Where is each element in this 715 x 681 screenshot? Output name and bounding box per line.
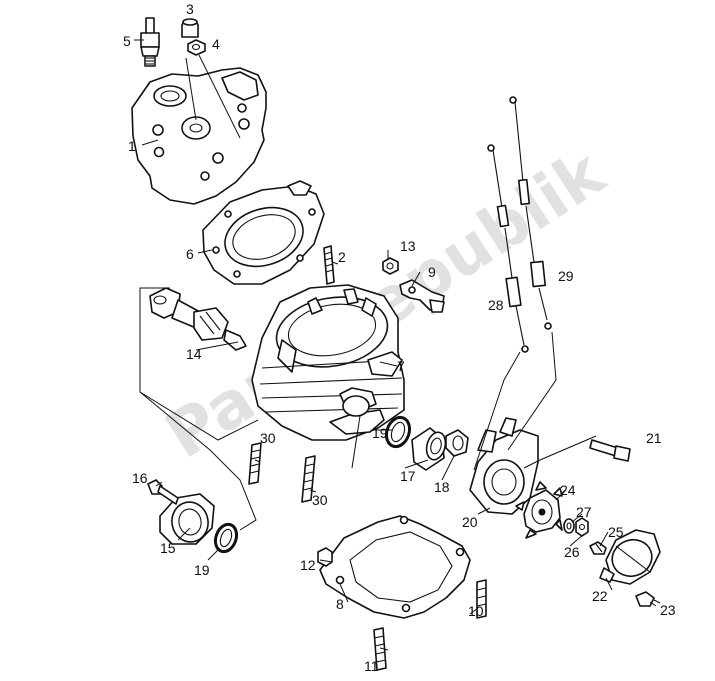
spark-plug (140, 17, 160, 67)
stud-11 (373, 627, 387, 671)
callout-16: 16 (132, 470, 148, 486)
callout-24: 24 (560, 482, 576, 498)
callout-10: 10 (468, 603, 484, 619)
valve-housing (469, 417, 539, 515)
callout-26: 26 (564, 544, 580, 560)
head-gasket (202, 180, 325, 285)
callout-19-right: 19 (372, 425, 388, 441)
base-gasket (319, 515, 471, 619)
pulley (515, 481, 563, 539)
callout-23: 23 (660, 602, 676, 618)
bush (445, 429, 469, 457)
callout-29: 29 (558, 268, 574, 284)
cable-28 (487, 144, 529, 353)
screw-16 (147, 479, 179, 505)
callout-7: 7 (397, 358, 405, 374)
callout-25: 25 (608, 524, 624, 540)
callout-5: 5 (123, 33, 131, 49)
callout-2: 2 (338, 249, 346, 265)
small-screw (589, 541, 607, 555)
small-nut (575, 517, 589, 537)
callout-30-right: 30 (312, 492, 328, 508)
callout-8: 8 (336, 596, 344, 612)
callout-21: 21 (646, 430, 662, 446)
callout-30-left: 30 (260, 430, 276, 446)
o-ring-right (384, 415, 412, 449)
callout-9: 9 (428, 264, 436, 280)
o-ring-left (213, 522, 239, 554)
small-washer (563, 518, 575, 534)
callout-1: 1 (128, 138, 136, 154)
callout-3: 3 (186, 1, 194, 17)
callout-17: 17 (400, 468, 416, 484)
callout-14: 14 (186, 346, 202, 362)
stud (323, 245, 335, 285)
callout-20: 20 (462, 514, 478, 530)
washer (187, 39, 206, 56)
cable-29 (509, 96, 552, 330)
screw-bottom (635, 591, 661, 607)
leader-lines (134, 39, 657, 651)
cover (599, 529, 661, 585)
callout-6: 6 (186, 246, 194, 262)
callout-19-left: 19 (194, 562, 210, 578)
cylinder-head (131, 67, 267, 205)
screw-top (589, 439, 631, 462)
cap-nut (181, 18, 199, 38)
callout-15: 15 (160, 540, 176, 556)
callout-22: 22 (592, 588, 608, 604)
stud-10 (476, 579, 487, 619)
spacer (411, 427, 447, 471)
plug (317, 547, 333, 567)
callout-27: 27 (576, 504, 592, 520)
cylinder (251, 284, 405, 441)
stud-left (248, 442, 262, 485)
cable-clamp (399, 279, 445, 313)
inlet-fitting (159, 493, 215, 545)
exhaust-valve (149, 287, 247, 351)
hex-nut (382, 257, 399, 275)
callout-12: 12 (300, 557, 316, 573)
callout-11: 11 (364, 658, 379, 674)
callout-28: 28 (488, 297, 504, 313)
callout-4: 4 (212, 36, 220, 52)
callout-labels: 1 2 3 4 5 6 7 8 9 10 11 12 13 14 15 16 1… (123, 1, 676, 674)
callout-18: 18 (434, 479, 450, 495)
callout-13: 13 (400, 238, 416, 254)
